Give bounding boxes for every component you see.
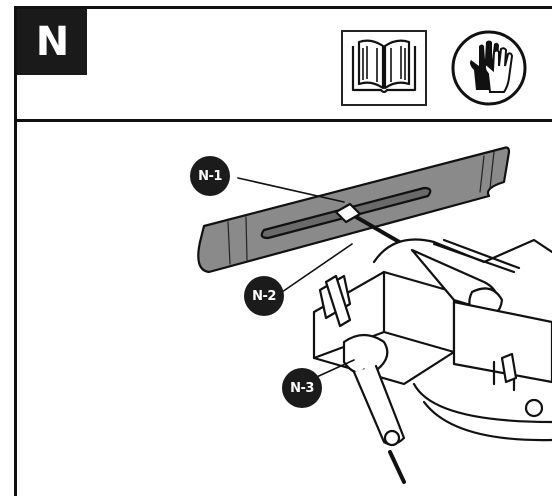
panel-header [14,6,552,122]
saw-blade-in-vise-illustration: N-1 N-2 N-3 [14,122,552,492]
callout-n1: N-1 [190,156,230,196]
step-letter: N [17,9,87,75]
read-manual-icon [341,30,427,106]
callout-n3: N-3 [282,368,322,408]
callout-n2: N-2 [244,276,284,316]
wear-gloves-icon [446,30,532,106]
